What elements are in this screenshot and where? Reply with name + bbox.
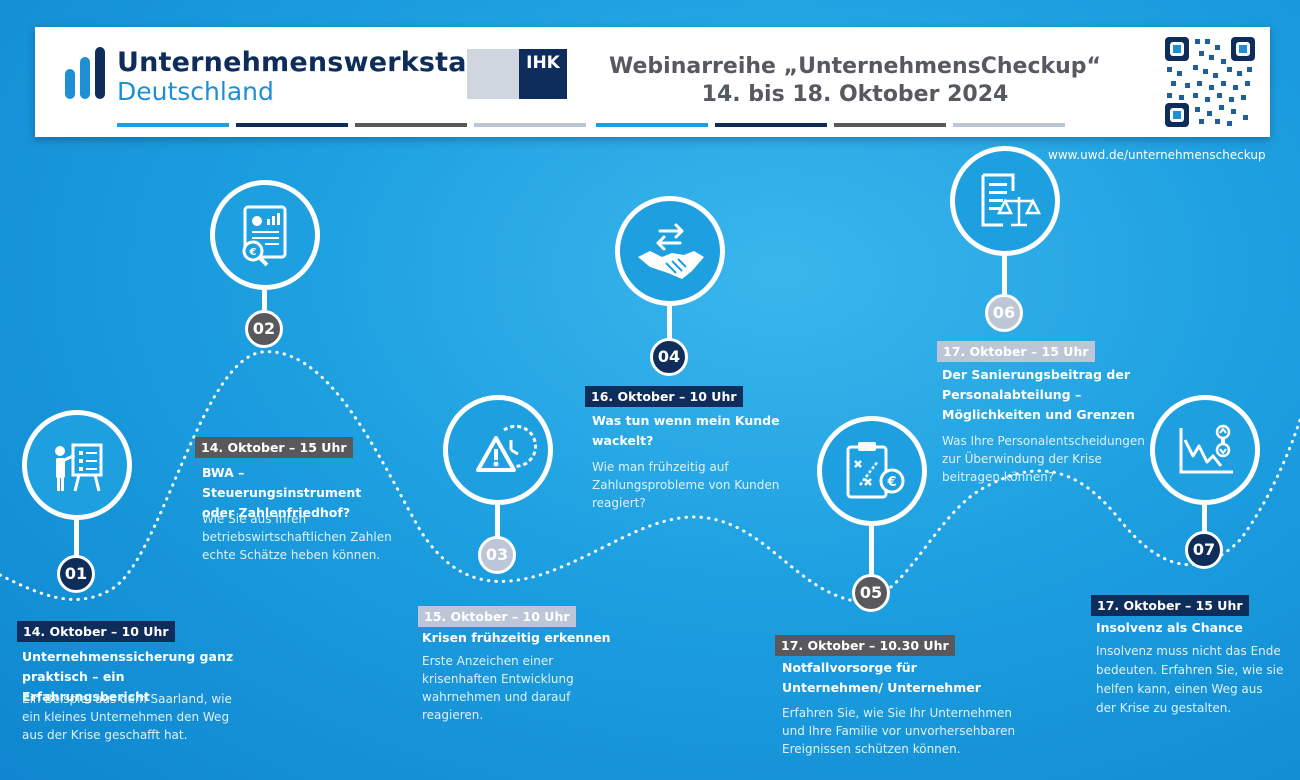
event-desc-04: Wie man frühzeitig auf Zahlungsprobleme …: [592, 460, 780, 510]
divider-line: [596, 123, 708, 127]
declining-chart-icon: [1150, 395, 1260, 505]
divider-line: [355, 123, 467, 127]
event-date-03: 15. Oktober – 10 Uhr: [418, 606, 576, 627]
event-title-06: Der Sanierungsbeitrag der Personalabteil…: [942, 367, 1135, 422]
event-date-01: 14. Oktober – 10 Uhr: [17, 621, 175, 642]
connector: [1002, 254, 1007, 296]
divider-line: [953, 123, 1065, 127]
handshake-icon: [615, 196, 725, 306]
event-date-02: 14. Oktober – 15 Uhr: [195, 437, 353, 458]
logo-wordmark-line2: Deutschland: [117, 77, 274, 106]
event-title-03: Krisen frühzeitig erkennen: [422, 630, 611, 645]
event-number-03: 03: [478, 536, 516, 574]
divider-line: [117, 123, 229, 127]
header-banner: Unternehmenswerkstatt Deutschland IHK We…: [35, 27, 1270, 137]
event-desc-05: Erfahren Sie, wie Sie Ihr Unternehmen un…: [782, 706, 1016, 756]
event-title-07: Insolvenz als Chance: [1096, 620, 1243, 635]
financial-report-icon: €: [210, 180, 320, 290]
svg-text:€: €: [886, 475, 896, 490]
divider-line: [715, 123, 827, 127]
connector: [869, 524, 874, 576]
presentation-icon: [22, 410, 132, 520]
connector: [74, 518, 79, 556]
strategy-clipboard-icon: €: [817, 416, 927, 526]
event-date-06: 17. Oktober – 15 Uhr: [937, 341, 1095, 362]
event-date-04: 16. Oktober – 10 Uhr: [585, 386, 743, 407]
uwd-logo-icon: [65, 47, 105, 99]
event-desc-02: Wie Sie aus Ihren betriebswirtschaftlich…: [202, 512, 392, 562]
event-number-05: 05: [852, 574, 890, 612]
event-number-02: 02: [245, 310, 283, 348]
event-date-07: 17. Oktober – 15 Uhr: [1091, 595, 1249, 616]
event-title-02: BWA – Steuerungsinstrument oder Zahlenfr…: [202, 465, 362, 520]
event-number-01: 01: [57, 555, 95, 593]
event-title-04: Was tun wenn mein Kunde wackelt?: [592, 413, 780, 448]
warning-clock-icon: [443, 395, 553, 505]
event-number-07: 07: [1185, 531, 1223, 569]
event-date-05: 17. Oktober – 10.30 Uhr: [775, 635, 955, 656]
svg-text:€: €: [249, 247, 257, 258]
event-number-04: 04: [650, 338, 688, 376]
event-title-05: Notfallvorsorge für Unternehmen/ Unterne…: [782, 660, 981, 695]
logo-wordmark-line1: Unternehmenswerkstatt: [117, 47, 493, 78]
event-number-06: 06: [985, 294, 1023, 332]
event-desc-01: Ein Beispiel aus dem Saarland, wie ein k…: [22, 692, 232, 742]
ihk-label: IHK: [519, 49, 567, 99]
divider-line: [236, 123, 348, 127]
document-scales-icon: [950, 146, 1060, 256]
ihk-logo: IHK: [467, 49, 567, 99]
event-desc-03: Erste Anzeichen einer krisenhaften Entwi…: [422, 654, 574, 722]
event-desc-07: Insolvenz muss nicht das Ende bedeuten. …: [1096, 644, 1284, 715]
page-title: Webinarreihe „UnternehmensCheckup“ 14. b…: [609, 54, 1101, 107]
connector: [262, 288, 267, 310]
connector: [495, 503, 500, 538]
connector: [667, 304, 672, 339]
divider-line: [474, 123, 586, 127]
website-url[interactable]: www.uwd.de/unternehmenscheckup: [1048, 148, 1266, 162]
connector: [1202, 503, 1207, 533]
qr-code-icon[interactable]: [1165, 37, 1255, 127]
event-desc-06: Was Ihre Personalentscheidungen zur Über…: [942, 434, 1145, 484]
event-title-01: Unternehmenssicherung ganz praktisch – e…: [22, 649, 234, 704]
divider-line: [834, 123, 946, 127]
